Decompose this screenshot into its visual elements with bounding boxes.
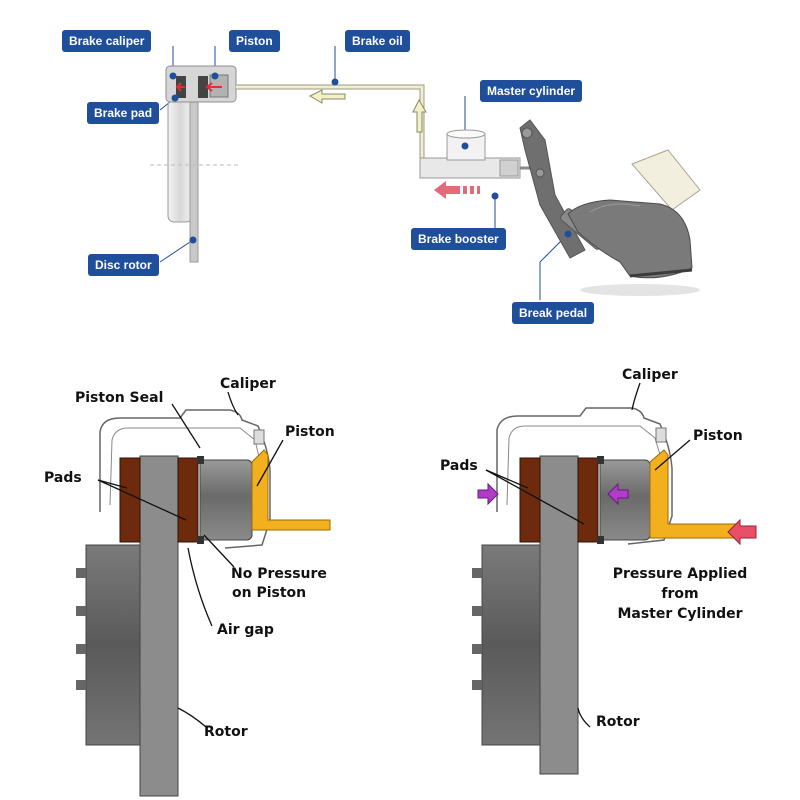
fluid-pressure-arrow-icon	[727, 518, 757, 546]
callout-piston: Piston	[229, 30, 280, 52]
left-label-no-pressure-2: on Piston	[232, 585, 307, 601]
left-label-rotor: Rotor	[204, 724, 248, 740]
top-brake-line	[236, 84, 425, 160]
top-caliper	[165, 65, 237, 103]
callout-brake-caliper: Brake caliper	[62, 30, 152, 52]
right-label-pads: Pads	[440, 458, 478, 474]
left-label-no-pressure-1: No Pressure	[231, 566, 327, 582]
callout-brake-oil: Brake oil	[345, 30, 410, 52]
piston-push-arrow-icon	[607, 482, 629, 506]
callout-dots	[169, 72, 572, 244]
left-label-pads: Pads	[44, 470, 82, 486]
flow-arrow-left-icon	[308, 89, 346, 104]
top-foot-shoe	[567, 149, 701, 296]
top-system-diagram	[150, 46, 701, 300]
top-disc-rotor	[150, 94, 240, 263]
pad-push-arrow-icon	[477, 482, 499, 506]
left-label-caliper: Caliper	[220, 376, 276, 392]
left-caliper-diagram	[76, 391, 331, 797]
flow-arrow-up-icon	[412, 98, 427, 133]
callout-break-pedal: Break pedal	[512, 302, 595, 324]
right-label-pressure-3: Master Cylinder	[617, 606, 743, 622]
left-label-piston-seal: Piston Seal	[75, 390, 164, 406]
right-label-piston: Piston	[693, 428, 743, 444]
callout-brake-pad: Brake pad	[87, 102, 160, 124]
right-label-caliper: Caliper	[622, 367, 678, 383]
right-caliper-diagram	[472, 382, 757, 775]
right-label-pressure-2: from	[661, 586, 699, 602]
pressure-arrow-icon	[434, 181, 480, 199]
callout-brake-booster: Brake booster	[411, 228, 506, 250]
callout-disc-rotor: Disc rotor	[88, 254, 159, 276]
left-label-piston: Piston	[285, 424, 335, 440]
callout-master-cylinder: Master cylinder	[480, 80, 583, 102]
top-master-cylinder	[419, 129, 545, 179]
left-label-air-gap: Air gap	[217, 622, 274, 638]
right-label-rotor: Rotor	[596, 714, 640, 730]
right-label-pressure-1: Pressure Applied	[612, 566, 748, 582]
